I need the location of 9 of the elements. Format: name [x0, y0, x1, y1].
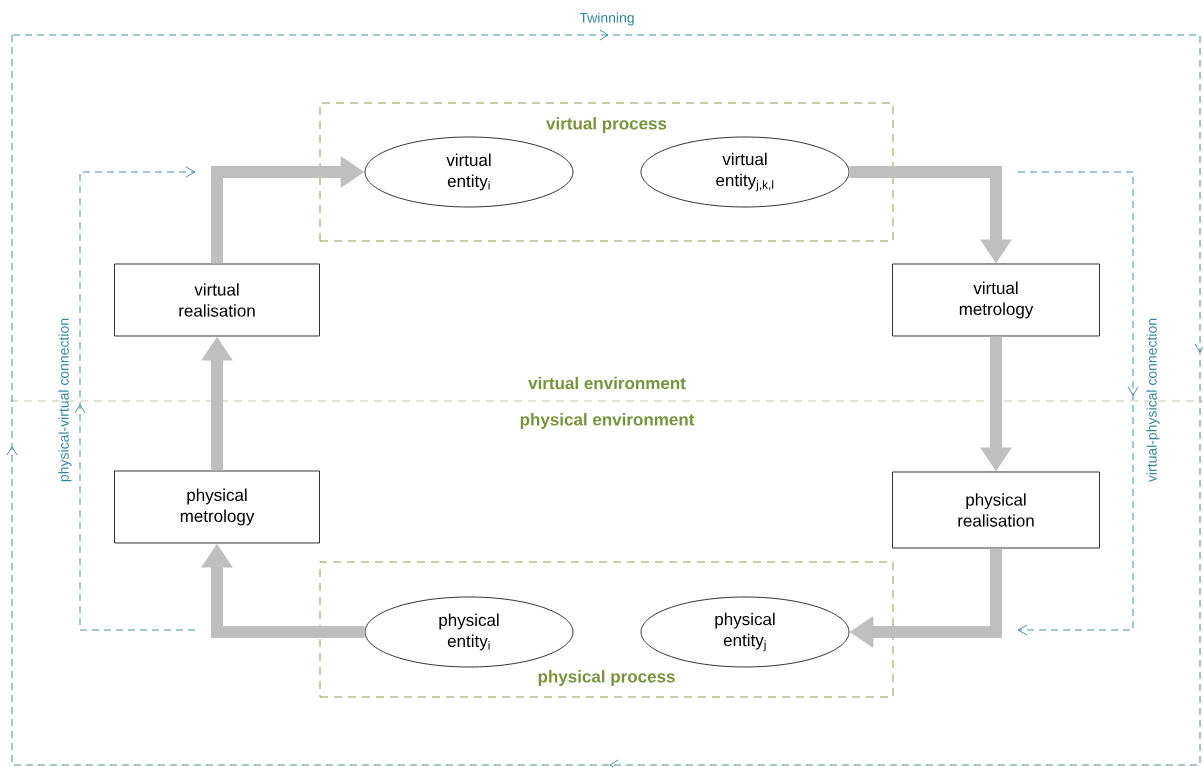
- process-box: virtual realisation: [114, 263, 320, 337]
- twinning-label: Twinning: [579, 12, 634, 26]
- process-box: virtual metrology: [892, 263, 1100, 337]
- process-box: physical realisation: [892, 471, 1100, 549]
- connection-label: physical-virtual connection: [58, 318, 72, 482]
- environment-label: virtual environment: [528, 376, 686, 390]
- connection-label: virtual-physical connection: [1146, 318, 1160, 483]
- environment-label: physical environment: [520, 413, 695, 429]
- process-box: physical metrology: [114, 470, 320, 544]
